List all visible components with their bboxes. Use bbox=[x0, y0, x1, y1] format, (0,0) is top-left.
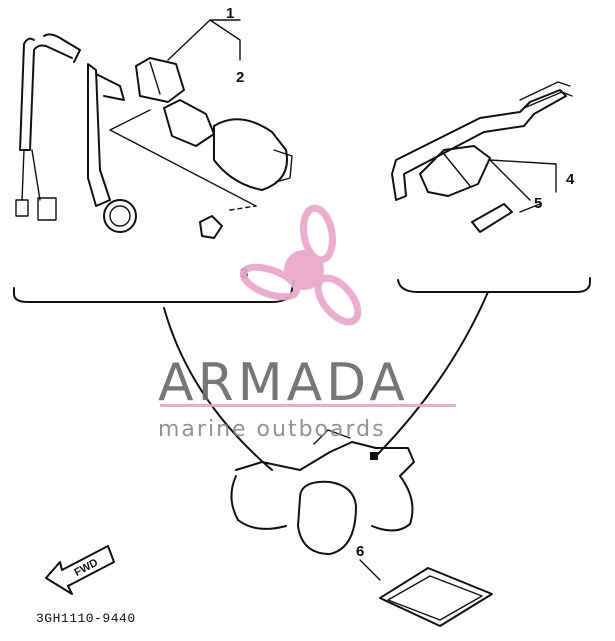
watermark-rule bbox=[160, 404, 456, 407]
watermark-brand: ARMADA bbox=[158, 353, 409, 413]
propeller-logo-icon bbox=[239, 204, 362, 326]
bracket bbox=[87, 63, 111, 207]
callout-4: 4 bbox=[566, 171, 575, 188]
switch-body bbox=[213, 118, 288, 191]
leader-right bbox=[375, 291, 489, 457]
switch-assembly bbox=[15, 19, 293, 239]
right-group-brace bbox=[397, 277, 591, 293]
hose bbox=[19, 37, 73, 151]
watermark-tagline: marine outboards bbox=[158, 417, 386, 442]
sensor-assembly bbox=[391, 81, 573, 233]
bolt bbox=[199, 215, 223, 239]
callout-2: 2 bbox=[236, 69, 244, 86]
attach-point bbox=[370, 452, 378, 460]
knob bbox=[103, 199, 137, 233]
fwd-arrow: FWD bbox=[45, 545, 115, 595]
connector-a bbox=[15, 199, 29, 217]
callout-5: 5 bbox=[534, 195, 542, 212]
watermark: ARMADA marine outboards bbox=[158, 204, 456, 442]
fuse bbox=[471, 203, 513, 233]
part-code: 3GH1110-9440 bbox=[36, 611, 136, 626]
vehicle-outline bbox=[230, 429, 415, 555]
label-sheet bbox=[379, 567, 493, 627]
leader-left bbox=[163, 307, 273, 471]
sensor-body bbox=[419, 145, 491, 197]
callout-1: 1 bbox=[226, 5, 234, 22]
connector-b bbox=[37, 197, 57, 221]
callout-6: 6 bbox=[356, 543, 364, 560]
mount-bracket bbox=[391, 89, 567, 201]
switch-nut bbox=[163, 99, 215, 147]
housing bbox=[135, 57, 185, 103]
wire-leads bbox=[21, 149, 41, 201]
